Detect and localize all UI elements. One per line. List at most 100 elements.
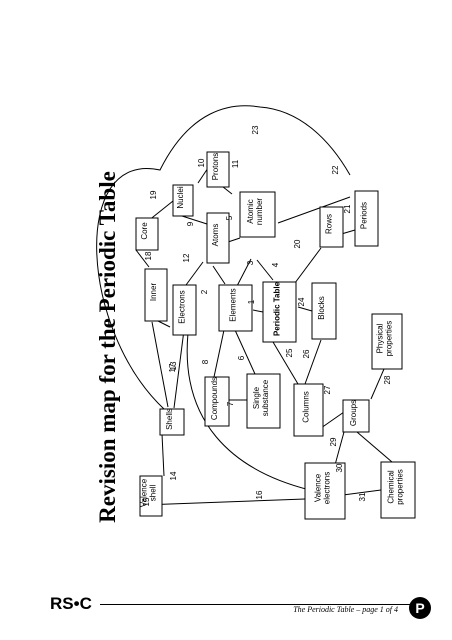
node-label: Electrons [178,290,187,323]
node-label: Valence [140,478,149,507]
link-shells-inner [151,321,169,408]
node-label: Protons [211,153,220,181]
node-label: properties [396,469,405,505]
link-electrons-valence-electrons [186,332,311,491]
node-label: Groups [349,400,358,426]
link-number-25: 25 [285,348,294,357]
node-elements: Elements [218,284,253,332]
node-label: Inner [149,283,158,302]
link-number-3: 3 [246,260,255,265]
link-number-28: 28 [383,375,392,384]
link-number-27: 27 [323,385,332,394]
node-label: substance [261,379,270,416]
link-number-21: 21 [343,204,352,213]
link-elements-atomic-number [236,258,252,287]
node-label: Single [252,386,261,409]
node-groups: Groups [342,399,370,433]
link-number-16: 16 [255,490,264,499]
node-label: properties [385,321,394,357]
link-number-13: 13 [169,361,178,370]
link-periodic-table-blocks [297,306,313,312]
node-label: Nuclei [176,186,185,208]
link-number-14: 14 [169,471,178,480]
link-number-17: 17 [168,363,177,372]
node-label: Blocks [317,296,326,320]
rsc-logo: RS•C [50,594,92,613]
link-number-23: 23 [251,125,260,134]
link-number-26: 26 [302,349,311,358]
node-electrons: Electrons [172,284,197,336]
link-inner-electrons [157,320,171,328]
link-number-2: 2 [200,289,209,294]
node-label: Valence [314,473,323,502]
link-number-10: 10 [197,158,206,167]
link-number-6: 6 [237,355,246,360]
node-atoms: Atoms [206,212,230,264]
link-elements-periodic-table [252,309,264,313]
link-elements-single-substance [234,329,256,375]
node-protons: Protons [206,151,230,188]
node-label: Periodic Table [273,281,282,336]
link-number-11: 11 [231,159,240,168]
node-core: Core [135,217,159,251]
node-label: Atomic [246,199,255,223]
node-label: Chemical [387,470,396,504]
link-groups-physical-properties [370,368,385,400]
link-atoms-electrons [185,261,204,286]
link-number-7: 7 [226,401,235,406]
link-number-18: 18 [144,251,153,260]
node-nuclei: Nuclei [172,184,194,217]
link-number-31: 31 [358,492,367,501]
link-blocks-columns [304,339,322,385]
node-rows: Rows [319,206,344,248]
link-number-20: 20 [293,239,302,248]
link-number-30: 30 [335,463,344,472]
link-nuclei-protons [197,167,209,184]
node-label: shell [149,485,158,502]
link-number-24: 24 [297,297,306,306]
link-core-inner [135,249,150,268]
link-valence-electrons-chemical-properties [342,489,382,496]
node-blocks: Blocks [311,282,337,340]
node-label: Periods [360,202,369,229]
footer-caption: The Periodic Table – page 1 of 4 [293,605,398,614]
node-columns: Columns [293,383,324,437]
link-number-5: 5 [225,215,234,220]
link-atomic-number-periodic-table [256,259,274,281]
node-label: Atoms [211,224,220,247]
node-label: number [255,198,264,225]
link-nuclei-atoms [181,215,208,225]
link-number-4: 4 [271,262,280,267]
link-periodic-table-columns [272,341,299,385]
link-number-1: 1 [247,299,256,304]
link-number-9: 9 [186,221,195,226]
link-number-12: 12 [182,253,191,262]
node-compounds: Compounds [204,376,230,427]
node-label: Columns [302,391,311,423]
node-periodic-table: Periodic Table [262,281,297,343]
node-inner: Inner [144,268,168,322]
link-elements-compounds [213,329,225,378]
node-label: Physical [376,323,385,353]
node-label: Core [140,222,149,240]
node-label: electrons [323,472,332,504]
link-atoms-elements [212,265,226,285]
link-shells-core [96,105,351,410]
link-number-19: 19 [149,190,158,199]
link-number-22: 22 [331,165,340,174]
link-atomic-number-periods [277,196,351,224]
link-shells-valence-shell [161,433,165,477]
link-number-8: 8 [201,359,210,364]
footer-rule [100,604,426,605]
periodic-table-badge-icon: P [409,597,431,619]
node-periods: Periods [354,190,379,247]
link-number-29: 29 [329,437,338,446]
